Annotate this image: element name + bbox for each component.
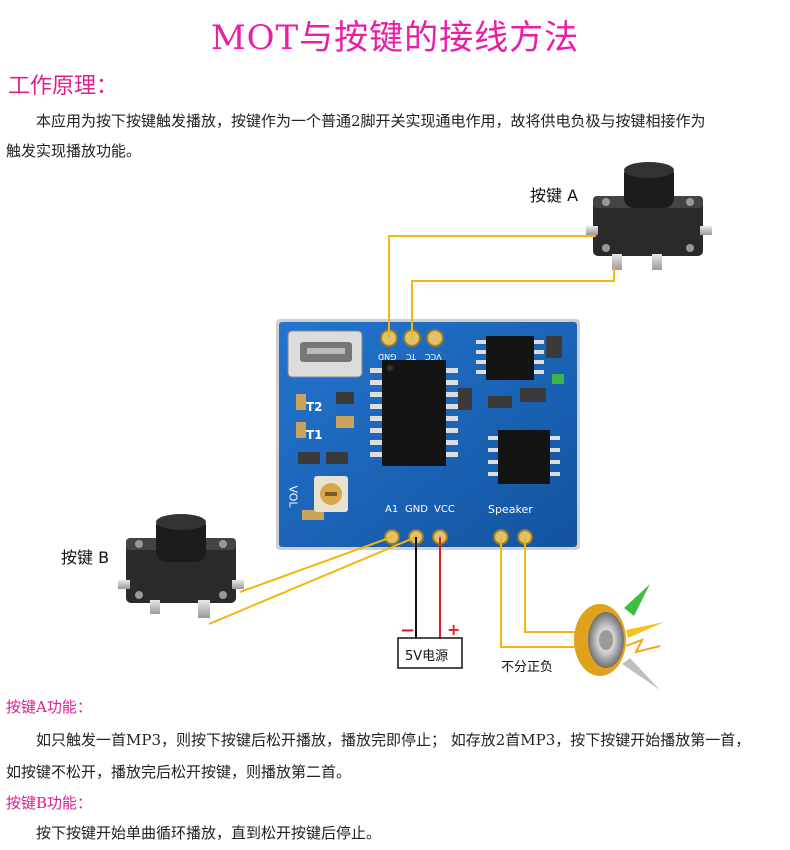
power-plus-sign: + xyxy=(447,620,461,639)
button-a-function-line1: 如只触发一首MP3，则按下按键后松开播放，播放完即停止； 如存放2首MP3，按下… xyxy=(36,731,751,749)
wire-button-a xyxy=(388,235,615,338)
wiring-diagram: 按键 A 按键 B GND TC VCC A1 GND VCC Speaker … xyxy=(0,160,790,700)
speaker-icon xyxy=(574,584,664,690)
button-b-function-line1: 按下按键开始单曲循环播放，直到松开按键后停止。 xyxy=(36,824,382,842)
principle-heading: 工作原理： xyxy=(8,74,119,99)
pin-label-top-gnd: GND xyxy=(378,352,397,361)
button-a-switch xyxy=(586,162,712,270)
pin-label-bottom-gnd: GND xyxy=(405,504,428,515)
mot-module-board xyxy=(276,319,580,550)
button-b-function-heading: 按键B功能： xyxy=(6,794,93,812)
silk-label-t2: T2 xyxy=(306,400,323,414)
pin-label-speaker: Speaker xyxy=(488,503,533,516)
principle-text-line2: 触发实现播放功能。 xyxy=(6,142,142,160)
power-supply-label: 5V电源 xyxy=(405,649,449,664)
silk-label-vol: VOL xyxy=(286,485,300,508)
pin-label-top-tc: TC xyxy=(406,352,417,361)
page-title: MOT与按键的接线方法 xyxy=(210,18,580,58)
button-a-label: 按键 A xyxy=(530,186,579,205)
button-b-switch xyxy=(118,514,244,618)
power-minus-sign: − xyxy=(400,620,416,641)
principle-text-line1: 本应用为按下按键触发播放，按键作为一个普通2脚开关实现通电作用，故将供电负极与按… xyxy=(36,112,706,130)
power-supply-box xyxy=(397,637,463,669)
button-b-label: 按键 B xyxy=(61,548,110,567)
silk-label-t1: T1 xyxy=(306,428,323,442)
speaker-polarity-note: 不分正负 xyxy=(501,660,554,675)
button-a-function-line2: 如按键不松开，播放完后松开按键，则播放第二首。 xyxy=(6,763,352,781)
button-a-function-heading: 按键A功能： xyxy=(6,698,92,716)
pin-label-bottom-vcc: VCC xyxy=(434,504,455,515)
wire-button-b xyxy=(208,536,417,625)
wiring-diagram-graphic xyxy=(118,162,712,690)
pin-label-bottom-a1: A1 xyxy=(385,504,399,515)
pin-label-top-vcc: VCC xyxy=(425,352,442,361)
wire-speaker xyxy=(500,537,575,648)
